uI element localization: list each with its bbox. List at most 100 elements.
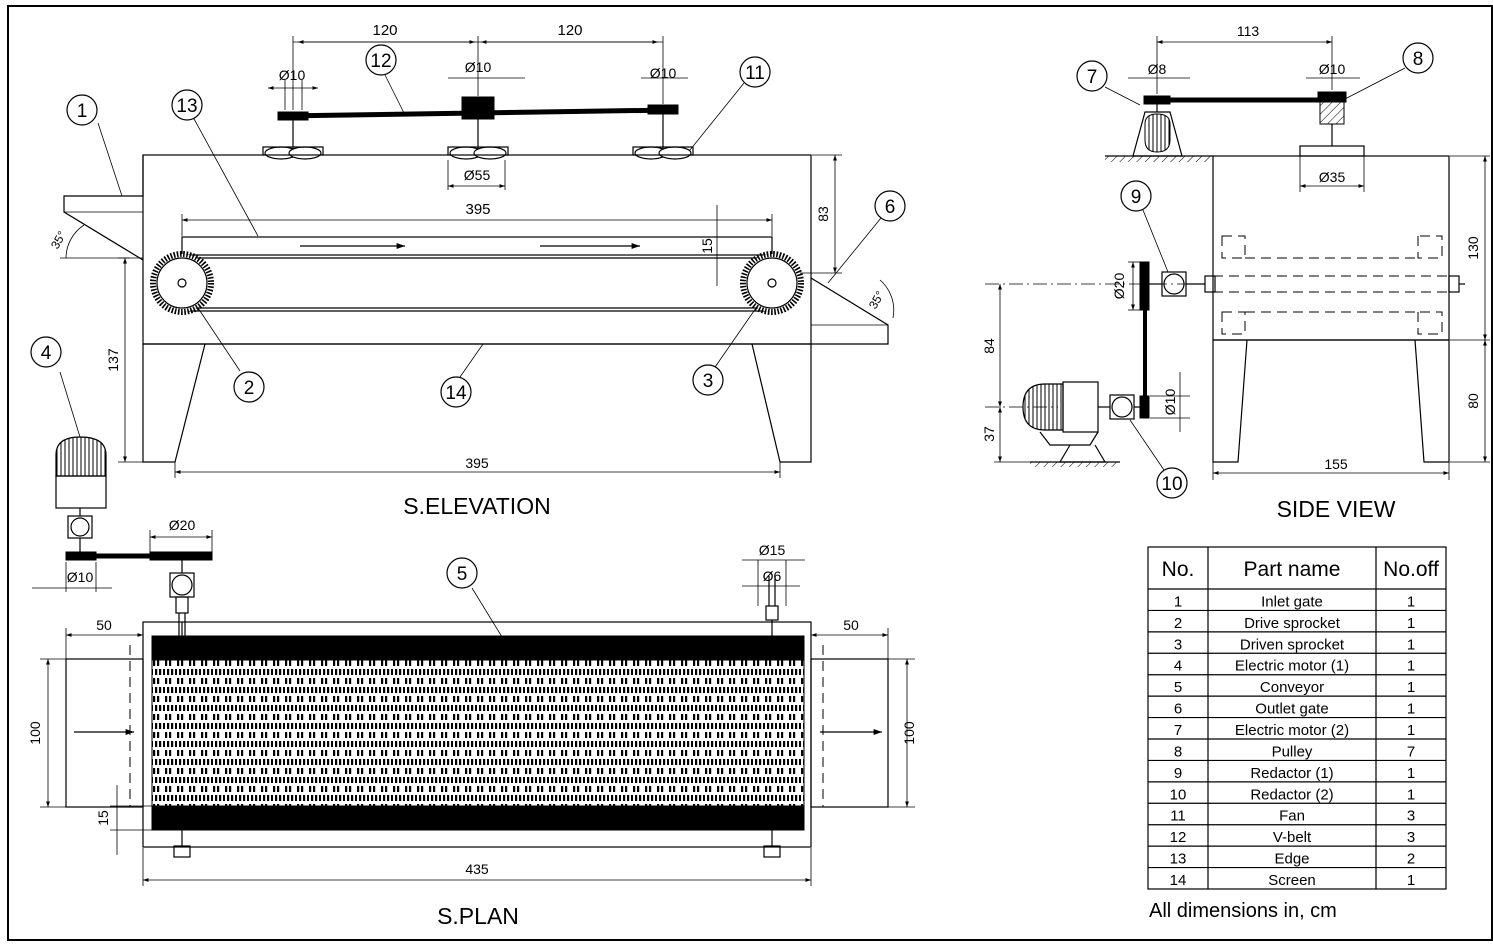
balloon-circle	[66, 94, 98, 126]
balloon-circle	[1120, 180, 1152, 212]
electric-motor-1	[32, 436, 213, 640]
plan-inlet	[65, 658, 144, 808]
dim-plan-15: 15	[95, 810, 111, 826]
dimensions-note: All dimensions in, cm	[1149, 900, 1337, 922]
table-cell-r2-c1: Driven sprocket	[1240, 636, 1345, 653]
table-cell-r4-c1: Conveyor	[1260, 679, 1324, 696]
dim-plan-d20: Ø20	[169, 517, 196, 533]
elevation-right-leg	[751, 343, 812, 463]
table-cell-r11-c1: V-belt	[1273, 829, 1312, 846]
inlet-gate	[63, 155, 144, 261]
part-balloon-13: 13	[176, 96, 197, 117]
balloon-circle	[692, 364, 724, 396]
side-view	[985, 36, 1490, 480]
dim-elev-83: 83	[815, 206, 831, 222]
dim-plan-100right: 100	[901, 721, 917, 745]
table-cell-r0-c0: 1	[1174, 593, 1182, 610]
table-cell-r1-c0: 2	[1174, 615, 1182, 632]
dim-elev-395top: 395	[465, 201, 490, 218]
table-cell-r4-c0: 5	[1174, 679, 1182, 696]
dim-side-d10motor: Ø10	[1162, 389, 1178, 416]
dim-side-155: 155	[1324, 456, 1348, 472]
outlet-gate	[810, 277, 889, 345]
part-balloon-10: 10	[1161, 474, 1182, 495]
balloon-circle	[739, 56, 771, 88]
table-cell-r6-c2: 1	[1407, 722, 1415, 739]
table-cell-r4-c2: 1	[1407, 679, 1415, 696]
conveyor-edge	[181, 236, 773, 256]
part-balloon-5: 5	[457, 564, 468, 585]
table-cell-r1-c2: 1	[1407, 615, 1415, 632]
plan-edge-bottom	[151, 805, 805, 831]
table-cell-r0-c1: Inlet gate	[1261, 593, 1323, 610]
table-cell-r2-c2: 1	[1407, 636, 1415, 653]
dim-plan-435: 435	[465, 861, 489, 877]
table-cell-r2-c0: 3	[1174, 636, 1182, 653]
balloon-circle	[446, 557, 478, 589]
table-cell-r9-c0: 10	[1170, 786, 1187, 803]
dim-side-d35: Ø35	[1319, 169, 1346, 185]
table-cell-r10-c2: 3	[1407, 808, 1415, 825]
table-cell-r9-c1: Redactor (2)	[1250, 786, 1333, 803]
dim-plan-50right: 50	[843, 617, 859, 633]
table-cell-r8-c2: 1	[1407, 765, 1415, 782]
elevation-left-leg	[142, 343, 206, 463]
part-balloon-1: 1	[77, 101, 88, 122]
table-cell-r12-c0: 13	[1170, 851, 1187, 868]
table-cell-r12-c2: 2	[1407, 851, 1415, 868]
plan-view	[40, 559, 915, 886]
elevation-view	[59, 36, 895, 478]
fan-right	[632, 146, 694, 160]
part-balloon-8: 8	[1413, 49, 1424, 70]
part-balloon-2: 2	[244, 378, 255, 399]
dim-elev-137: 137	[105, 348, 121, 372]
dim-plan-d15: Ø15	[759, 542, 786, 558]
balloon-circle	[440, 376, 472, 408]
table-cell-r5-c2: 1	[1407, 701, 1415, 718]
dim-side-113: 113	[1237, 23, 1260, 39]
table-header-2: No.off	[1383, 558, 1439, 581]
balloon-circle	[30, 336, 62, 368]
table-cell-r3-c1: Electric motor (1)	[1235, 658, 1349, 675]
dim-elev-d10a: Ø10	[279, 67, 306, 83]
dim-plan-100left: 100	[27, 721, 43, 745]
plan-edge-top	[151, 635, 805, 661]
dim-elev-15: 15	[699, 238, 715, 254]
part-balloon-14: 14	[445, 383, 467, 404]
balloon-circle	[874, 190, 906, 222]
dim-elev-120a: 120	[372, 22, 397, 39]
table-cell-r5-c1: Outlet gate	[1255, 701, 1328, 718]
balloon-circle	[1076, 60, 1108, 92]
part-balloon-6: 6	[885, 197, 896, 218]
dim-side-d10top: Ø10	[1319, 61, 1346, 77]
table-cell-r6-c1: Electric motor (2)	[1235, 722, 1349, 739]
part-balloon-3: 3	[703, 371, 714, 392]
dim-elev-d10b: Ø10	[465, 59, 492, 75]
table-cell-r8-c0: 9	[1174, 765, 1182, 782]
dim-side-130: 130	[1465, 236, 1481, 260]
conveyor-screen	[151, 659, 805, 807]
balloon-circle	[1402, 42, 1434, 74]
dim-plan-d6: Ø6	[763, 568, 782, 584]
table-cell-r11-c0: 12	[1170, 829, 1187, 846]
dim-side-d20: Ø20	[1111, 273, 1127, 300]
part-balloon-4: 4	[41, 343, 52, 364]
plan-title: S.PLAN	[437, 903, 519, 929]
plan-outlet	[810, 658, 889, 808]
dim-elev-angle-out: 35°	[866, 288, 887, 311]
table-cell-r3-c0: 4	[1174, 658, 1182, 675]
top-pulley-middle	[461, 96, 495, 120]
balloon-circle	[365, 44, 397, 76]
sheet-border	[7, 5, 1493, 941]
table-cell-r13-c2: 1	[1407, 872, 1415, 889]
table-cell-r13-c0: 14	[1170, 872, 1187, 889]
elevation-title: S.ELEVATION	[403, 493, 550, 519]
dim-side-84: 84	[981, 338, 997, 354]
table-header-1: Part name	[1244, 558, 1341, 581]
fan-middle	[447, 146, 509, 160]
dim-elev-d55: Ø55	[464, 167, 491, 183]
table-cell-r10-c1: Fan	[1279, 808, 1305, 825]
